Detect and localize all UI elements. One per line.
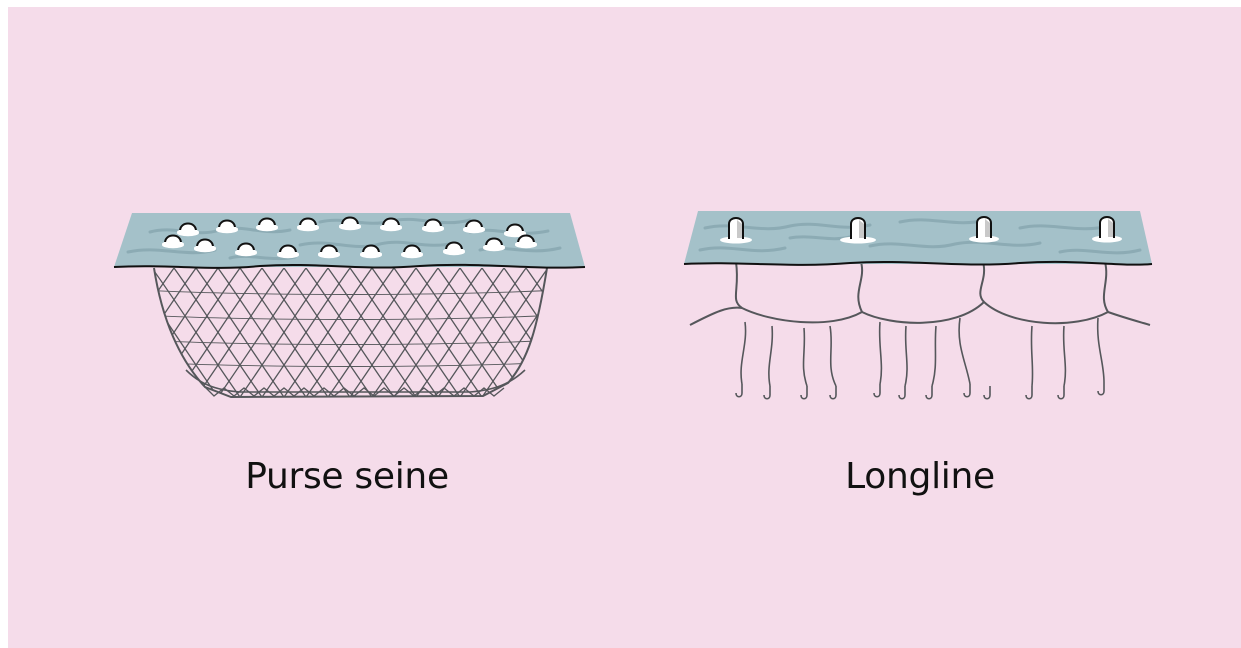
purse-seine-diagram bbox=[8, 213, 682, 400]
purse-seine-net-icon bbox=[8, 268, 682, 400]
diagram-panel: Purse seine Longline bbox=[8, 7, 1241, 648]
longline-diagram bbox=[684, 211, 1152, 399]
longline-hooks-icon bbox=[690, 262, 1150, 399]
longline-label: Longline bbox=[845, 456, 995, 497]
fishing-methods-illustration bbox=[8, 7, 1241, 648]
purse-seine-label: Purse seine bbox=[245, 456, 449, 497]
longline-water-surface bbox=[684, 211, 1152, 265]
